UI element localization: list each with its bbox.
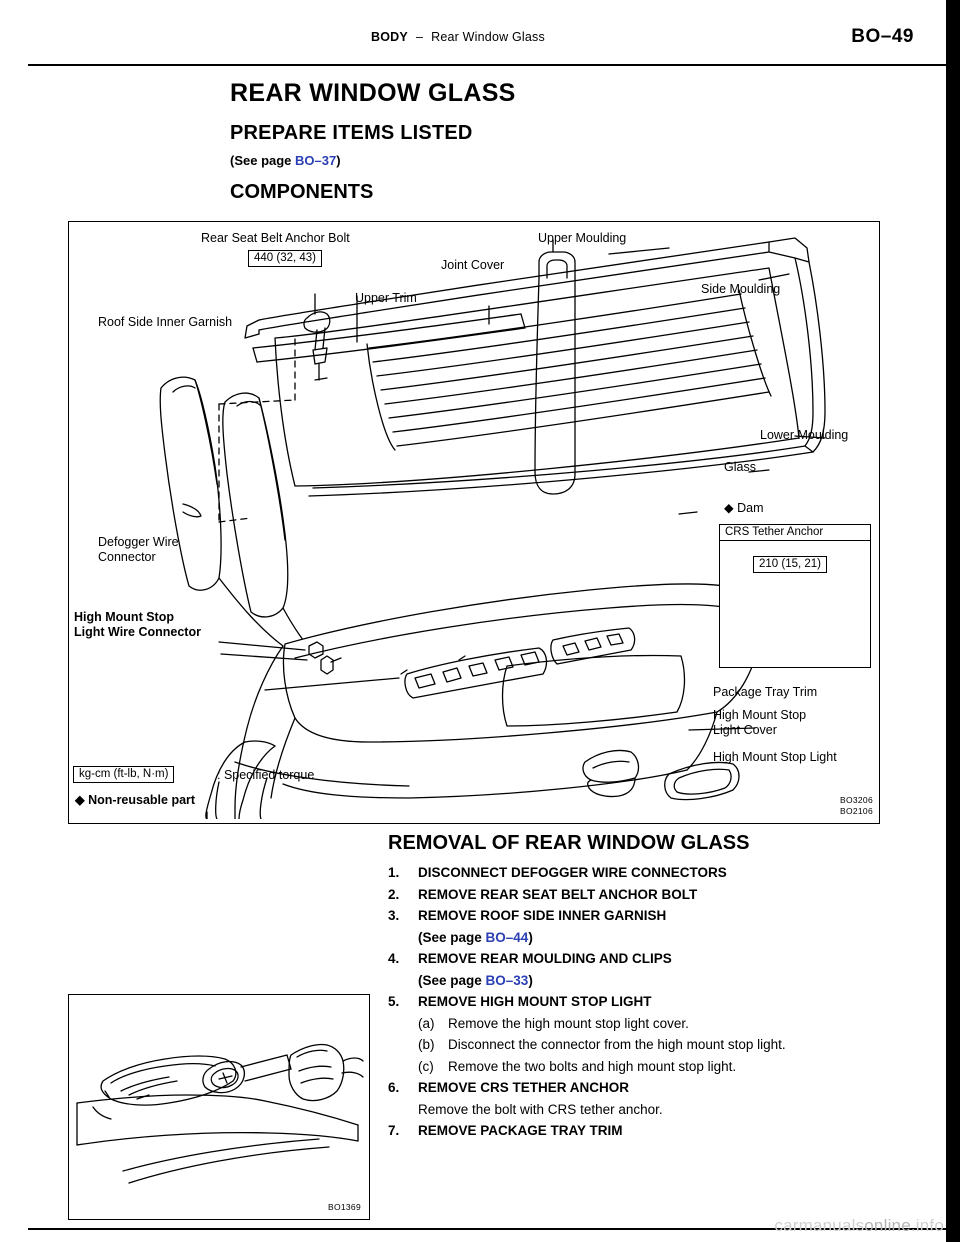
step-3-text: REMOVE ROOF SIDE INNER GARNISH bbox=[418, 908, 667, 923]
label-torque-210: 210 (15, 21) bbox=[753, 556, 828, 573]
high-mount-stop-light-figure: BO1369 bbox=[68, 994, 370, 1220]
label-glass: Glass bbox=[724, 460, 756, 474]
watermark-dark: online bbox=[864, 1216, 911, 1235]
label-specified-torque: : Specified torque bbox=[217, 768, 315, 782]
step-5b-label: (b) bbox=[418, 1037, 435, 1052]
watermark: carmanualsonline.info bbox=[774, 1216, 944, 1236]
subtitle-components: COMPONENTS bbox=[230, 181, 374, 203]
figure2-code: BO1369 bbox=[328, 1202, 361, 1212]
high-mount-stop-light-artwork bbox=[76, 1043, 364, 1184]
removal-section-title: REMOVAL OF REAR WINDOW GLASS bbox=[388, 832, 750, 854]
step-5a: (a) Remove the high mount stop light cov… bbox=[388, 1013, 888, 1035]
step-5a-label: (a) bbox=[418, 1015, 435, 1031]
label-high-mount-stop-light-cover: High Mount Stop Light Cover bbox=[713, 708, 806, 738]
figure-code-1: BO3206 bbox=[840, 795, 873, 805]
step-2-text: REMOVE REAR SEAT BELT ANCHOR BOLT bbox=[418, 886, 698, 902]
label-non-reusable-part: ◆ Non-reusable part bbox=[75, 792, 195, 807]
step-4-see-page-suffix: ) bbox=[528, 972, 533, 988]
step-7-text: REMOVE PACKAGE TRAY TRIM bbox=[418, 1123, 623, 1138]
label-hmsl-cover-line1: High Mount Stop bbox=[713, 708, 807, 722]
step-5c: (c) Remove the two bolts and high mount … bbox=[388, 1056, 888, 1078]
header-breadcrumb: BODY–Rear Window Glass bbox=[28, 30, 888, 44]
label-hmsl-cover-line2: Light Cover bbox=[713, 723, 777, 737]
label-upper-moulding: Upper Moulding bbox=[538, 231, 627, 245]
see-page-suffix: ) bbox=[336, 153, 341, 168]
see-page-link[interactable]: BO–37 bbox=[295, 153, 337, 168]
label-lower-moulding: Lower Moulding bbox=[760, 428, 849, 442]
figure-code-2: BO2106 bbox=[840, 806, 873, 816]
step-5a-text: Remove the high mount stop light cover. bbox=[448, 1015, 689, 1031]
label-non-reusable-text: Non-reusable part bbox=[88, 793, 196, 807]
step-5c-label: (c) bbox=[418, 1058, 434, 1074]
step-4-see-page: (See page BO–33) bbox=[388, 970, 888, 992]
diamond-icon-legend: ◆ bbox=[75, 793, 85, 807]
page-edge-right bbox=[946, 0, 960, 1242]
step-1: 1. DISCONNECT DEFOGGER WIRE CONNECTORS bbox=[388, 862, 888, 884]
label-high-mount-stop-light: High Mount Stop Light bbox=[713, 750, 837, 764]
header-dash: – bbox=[415, 30, 424, 44]
watermark-light: carmanuals bbox=[774, 1216, 865, 1235]
label-hmsl-wire-line2: Light Wire Connector bbox=[74, 625, 201, 639]
step-5-number: 5. bbox=[388, 994, 400, 1009]
step-3-see-page-link[interactable]: BO–44 bbox=[485, 929, 529, 945]
label-torque-units: kg-cm (ft-lb, N·m) bbox=[73, 766, 175, 783]
label-joint-cover: Joint Cover bbox=[441, 258, 505, 272]
label-hmsl-wire-line1: High Mount Stop bbox=[74, 610, 174, 624]
label-upper-trim: Upper Trim bbox=[355, 291, 417, 305]
step-4-see-page-link[interactable]: BO–33 bbox=[485, 972, 529, 988]
removal-steps: 1. DISCONNECT DEFOGGER WIRE CONNECTORS 2… bbox=[388, 862, 888, 1142]
watermark-suffix: .info bbox=[910, 1216, 944, 1235]
label-roof-side-inner-garnish: Roof Side Inner Garnish bbox=[98, 315, 233, 329]
step-1-number: 1. bbox=[388, 865, 400, 880]
step-3-number: 3. bbox=[388, 908, 400, 923]
step-6: 6. REMOVE CRS TETHER ANCHOR bbox=[388, 1077, 888, 1099]
label-defogger-wire-connector: Defogger Wire Connector bbox=[98, 535, 179, 565]
step-2: 2. REMOVE REAR SEAT BELT ANCHOR BOLT bbox=[388, 884, 888, 906]
step-3-see-page-suffix: ) bbox=[528, 929, 533, 945]
step-2-number: 2. bbox=[388, 886, 400, 902]
diamond-icon: ◆ bbox=[724, 501, 734, 515]
step-5-text: REMOVE HIGH MOUNT STOP LIGHT bbox=[418, 994, 652, 1009]
see-page-prefix: (See page bbox=[230, 153, 296, 168]
step-7-number: 7. bbox=[388, 1123, 400, 1138]
components-diagram: Rear Seat Belt Anchor Bolt 440 (32, 43) … bbox=[68, 221, 880, 824]
label-rear-seat-belt-anchor-bolt: Rear Seat Belt Anchor Bolt bbox=[201, 231, 350, 245]
components-diagram-artwork bbox=[159, 237, 844, 819]
page-header: BODY–Rear Window Glass BO–49 bbox=[28, 26, 928, 64]
label-side-moulding: Side Moulding bbox=[701, 282, 781, 296]
label-defogger-line1: Defogger Wire bbox=[98, 535, 179, 549]
step-4-number: 4. bbox=[388, 951, 400, 966]
see-page-reference: (See page BO–37) bbox=[230, 153, 341, 168]
label-package-tray-trim: Package Tray Trim bbox=[713, 685, 818, 699]
subtitle-prepare-items: PREPARE ITEMS LISTED bbox=[230, 122, 473, 144]
step-5c-text: Remove the two bolts and high mount stop… bbox=[448, 1058, 737, 1074]
footer-divider bbox=[28, 1228, 946, 1230]
label-torque-440: 440 (32, 43) bbox=[248, 250, 323, 267]
step-4-see-page-prefix: (See page bbox=[418, 972, 486, 988]
header-divider bbox=[28, 64, 946, 66]
label-high-mount-stop-light-wire-connector: High Mount Stop Light Wire Connector bbox=[74, 610, 201, 640]
header-subject: Rear Window Glass bbox=[431, 30, 545, 44]
header-section: BODY bbox=[371, 30, 408, 44]
step-3: 3. REMOVE ROOF SIDE INNER GARNISH bbox=[388, 905, 888, 927]
step-4-text: REMOVE REAR MOULDING AND CLIPS bbox=[418, 951, 672, 966]
step-6-detail: Remove the bolt with CRS tether anchor. bbox=[418, 1101, 663, 1117]
step-1-text: DISCONNECT DEFOGGER WIRE CONNECTORS bbox=[418, 865, 727, 880]
step-7: 7. REMOVE PACKAGE TRAY TRIM bbox=[388, 1120, 888, 1142]
step-4: 4. REMOVE REAR MOULDING AND CLIPS bbox=[388, 948, 888, 970]
step-6-text: REMOVE CRS TETHER ANCHOR bbox=[418, 1080, 630, 1095]
step-5b-text: Disconnect the connector from the high m… bbox=[448, 1037, 786, 1052]
label-defogger-line2: Connector bbox=[98, 550, 156, 564]
label-dam: ◆ Dam bbox=[724, 500, 764, 515]
step-3-see-page-prefix: (See page bbox=[418, 929, 486, 945]
step-6-number: 6. bbox=[388, 1080, 400, 1095]
crs-tether-anchor-inset bbox=[719, 524, 871, 668]
step-5: 5. REMOVE HIGH MOUNT STOP LIGHT bbox=[388, 991, 888, 1013]
page-title: REAR WINDOW GLASS bbox=[230, 79, 516, 107]
step-5b: (b) Disconnect the connector from the hi… bbox=[388, 1034, 888, 1056]
label-dam-text: Dam bbox=[737, 501, 764, 515]
label-crs-tether-anchor: CRS Tether Anchor bbox=[719, 524, 871, 541]
step-3-see-page: (See page BO–44) bbox=[388, 927, 888, 949]
page-number: BO–49 bbox=[851, 26, 914, 47]
